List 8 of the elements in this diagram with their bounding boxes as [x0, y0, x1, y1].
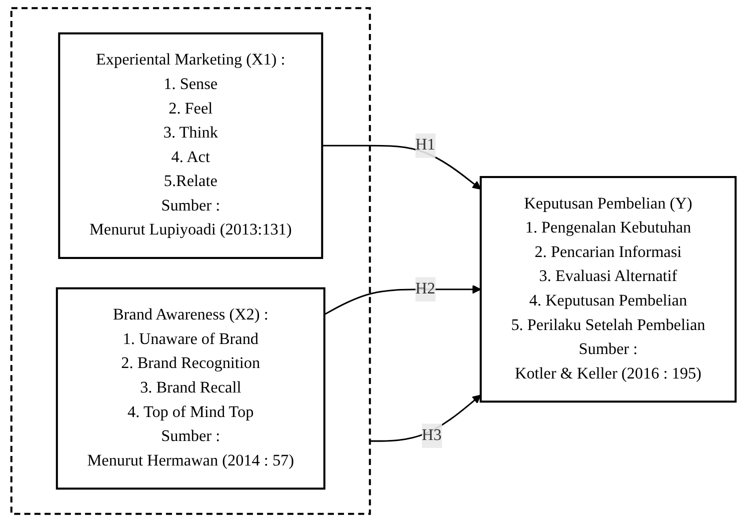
edge-label: H1 [415, 136, 436, 154]
node-box [58, 32, 324, 259]
arrow [322, 144, 482, 190]
edge-label: H3 [422, 426, 442, 444]
node-box [480, 176, 737, 403]
node-box [56, 287, 326, 490]
cluster [10, 7, 371, 515]
edge-label: H2 [415, 280, 436, 298]
